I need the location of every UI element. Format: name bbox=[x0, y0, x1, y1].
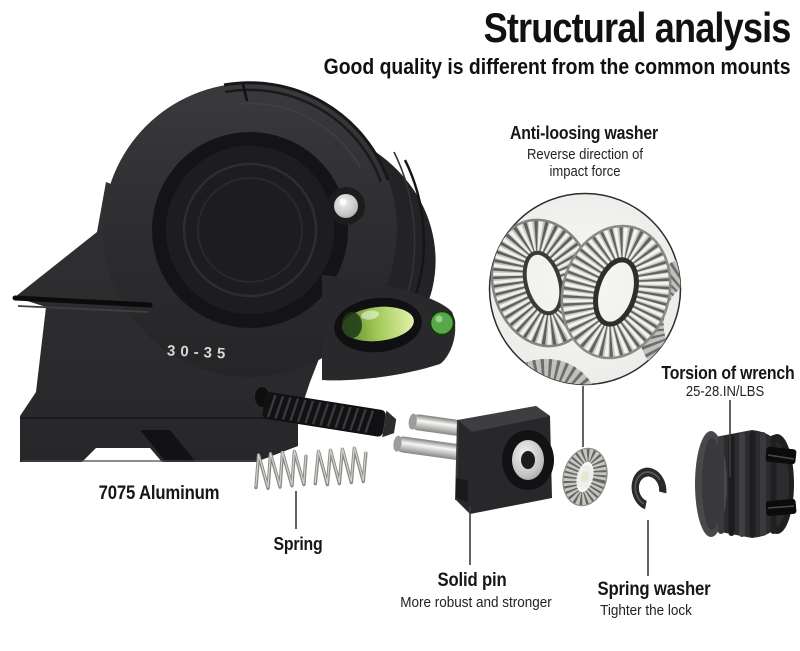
scope-mount-photo bbox=[12, 81, 456, 462]
solid-pin-assembly bbox=[393, 406, 554, 514]
torsion-knob bbox=[695, 430, 797, 538]
material-label: 7075 Aluminum bbox=[98, 483, 220, 504]
callout-anti-loosing-washer-label: Anti-loosing washer bbox=[509, 123, 659, 143]
callout-anti-loosing-washer-desc: Reverse direction of impact force bbox=[526, 147, 644, 180]
spring-washer-part bbox=[631, 467, 667, 511]
page-title: Structural analysis bbox=[483, 4, 791, 51]
serrated-washer bbox=[562, 447, 608, 507]
callout-torsion-desc: 25-28.IN/LBS bbox=[685, 384, 765, 400]
ring-size-marking: 30-35 bbox=[166, 342, 231, 363]
spring-coils bbox=[254, 446, 368, 491]
callout-spring-washer-label: Spring washer bbox=[597, 579, 711, 600]
clamp-screw bbox=[262, 392, 397, 438]
header: Structural analysis Good quality is diff… bbox=[260, 4, 791, 80]
callout-solid-pin-label: Solid pin bbox=[437, 570, 507, 591]
leader-lines bbox=[295, 386, 731, 576]
bubble-level bbox=[322, 275, 456, 381]
page-subtitle: Good quality is different from the commo… bbox=[323, 54, 790, 79]
callout-spring-label: Spring bbox=[273, 534, 323, 554]
callout-spring-washer-desc: Tighter the lock bbox=[600, 602, 692, 619]
callout-torsion-label: Torsion of wrench bbox=[661, 363, 795, 383]
callout-solid-pin-desc: More robust and stronger bbox=[400, 594, 552, 611]
